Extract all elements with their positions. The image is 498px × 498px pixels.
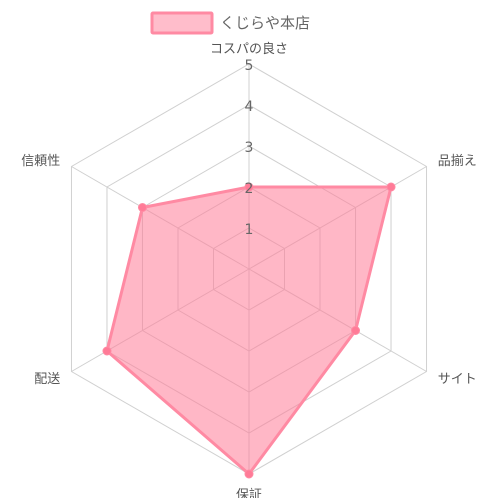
axis-label-1: コスパの良さ: [210, 41, 288, 57]
data-point-5[interactable]: [102, 346, 112, 356]
tick-label-2: 2: [245, 181, 254, 197]
axis-label-3: サイト: [438, 372, 477, 387]
tick-label-4: 4: [245, 99, 254, 115]
legend-label: くじらや本店: [220, 14, 310, 32]
axis-label-2: 品揃え: [438, 153, 477, 169]
axis-label-4: 保証: [236, 488, 262, 498]
data-point-4[interactable]: [244, 469, 254, 479]
tick-label-5: 5: [245, 58, 254, 74]
axis-label-5: 配送: [34, 372, 60, 387]
data-point-3[interactable]: [351, 326, 361, 335]
data-point-1[interactable]: [244, 182, 254, 192]
axis-label-6: 信頼性: [21, 154, 60, 169]
data-point-6[interactable]: [137, 203, 147, 212]
tick-label-3: 3: [245, 140, 254, 156]
series-group: [102, 182, 396, 479]
radial-tick-labels: 1 2 3 4 5: [245, 58, 254, 238]
tick-label-1: 1: [245, 222, 254, 238]
data-point-2[interactable]: [386, 182, 396, 192]
legend[interactable]: くじらや本店: [150, 11, 310, 35]
legend-swatch: [150, 11, 214, 35]
